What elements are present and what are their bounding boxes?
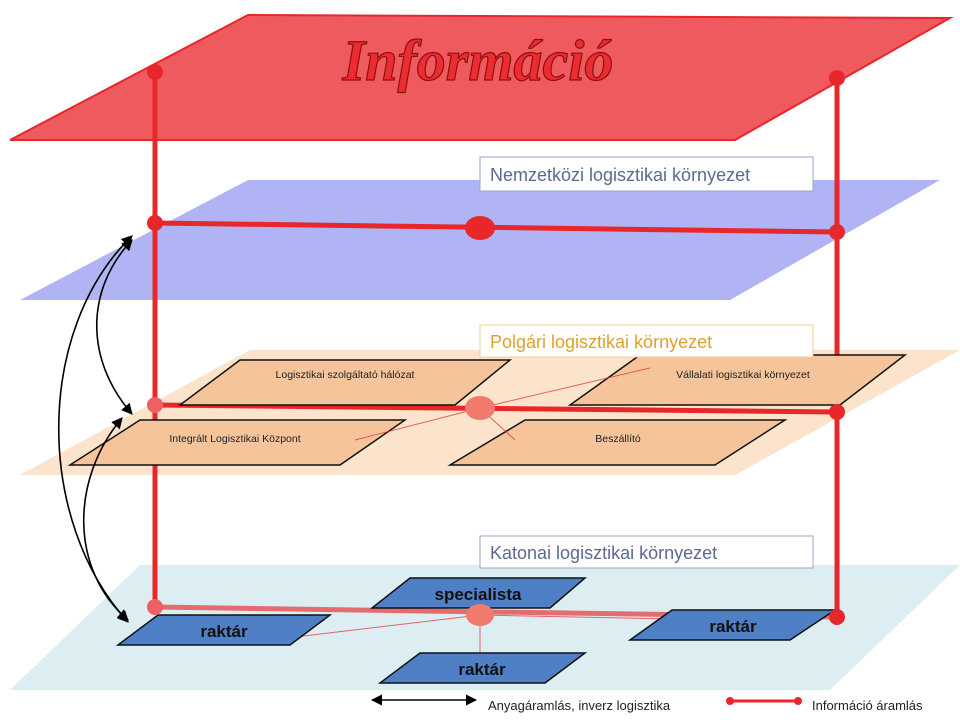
label-box-civil — [479, 324, 814, 358]
label-box-international — [479, 156, 814, 192]
info-dot-mil-left — [147, 599, 163, 615]
label-military: Katonai logisztikai környezet — [490, 543, 717, 563]
mil-node-label: specialista — [435, 585, 522, 604]
legend-info-flow-label: Információ áramlás — [812, 698, 923, 713]
info-dot-civil-left — [147, 397, 163, 413]
label-box-military — [479, 535, 814, 569]
info-dot-top-right — [829, 70, 845, 86]
civil-node-label: Vállalati logisztikai környezet — [676, 369, 810, 381]
legend-info-dot-right — [794, 697, 802, 705]
material-flow-arrow-intl-civil — [96, 239, 133, 415]
civil-node-label: Logisztikai szolgáltató hálózat — [276, 369, 415, 381]
info-hub-military — [466, 604, 494, 626]
info-dot-intl-right — [829, 224, 845, 240]
mil-connector-2 — [269, 614, 481, 641]
info-hub-international — [465, 216, 495, 240]
mil-node-warehouse-bottom — [377, 652, 588, 684]
label-civil: Polgári logisztikai környezet — [490, 332, 712, 352]
information-plane — [9, 13, 954, 141]
mil-node-warehouse-right — [627, 609, 838, 641]
label-international: Nemzetközi logisztikai környezet — [490, 165, 750, 185]
legend-info-dot-left — [726, 697, 734, 705]
info-dot-intl-left — [147, 215, 163, 231]
civil-node-integrated-center — [67, 419, 408, 466]
mil-node-label: raktár — [200, 622, 248, 641]
mil-node-label: raktár — [458, 660, 506, 679]
civil-connector-2 — [354, 407, 481, 441]
mil-node-label: raktár — [709, 617, 757, 636]
civil-connector-1 — [479, 367, 651, 409]
legend-material-flow-label: Anyagáramlás, inverz logisztika — [488, 698, 671, 713]
info-dot-top-left — [147, 64, 163, 80]
civil-node-service-network — [177, 359, 513, 406]
material-flow-arrow-civil-mil — [82, 417, 129, 621]
info-hub-civil — [465, 396, 495, 420]
civil-node-supplier — [447, 419, 788, 466]
civil-node-label: Beszállító — [595, 433, 641, 445]
mil-node-specialist — [369, 577, 588, 609]
military-plane — [10, 565, 960, 690]
civil-node-label: Integrált Logisztikai Központ — [169, 433, 300, 445]
mil-node-warehouse-left — [115, 614, 333, 646]
info-line-civil — [154, 402, 838, 415]
info-dot-civil-right — [829, 404, 845, 420]
info-dot-mil-right — [829, 609, 845, 625]
information-title: Információ — [342, 28, 614, 93]
info-line-international — [154, 220, 838, 235]
